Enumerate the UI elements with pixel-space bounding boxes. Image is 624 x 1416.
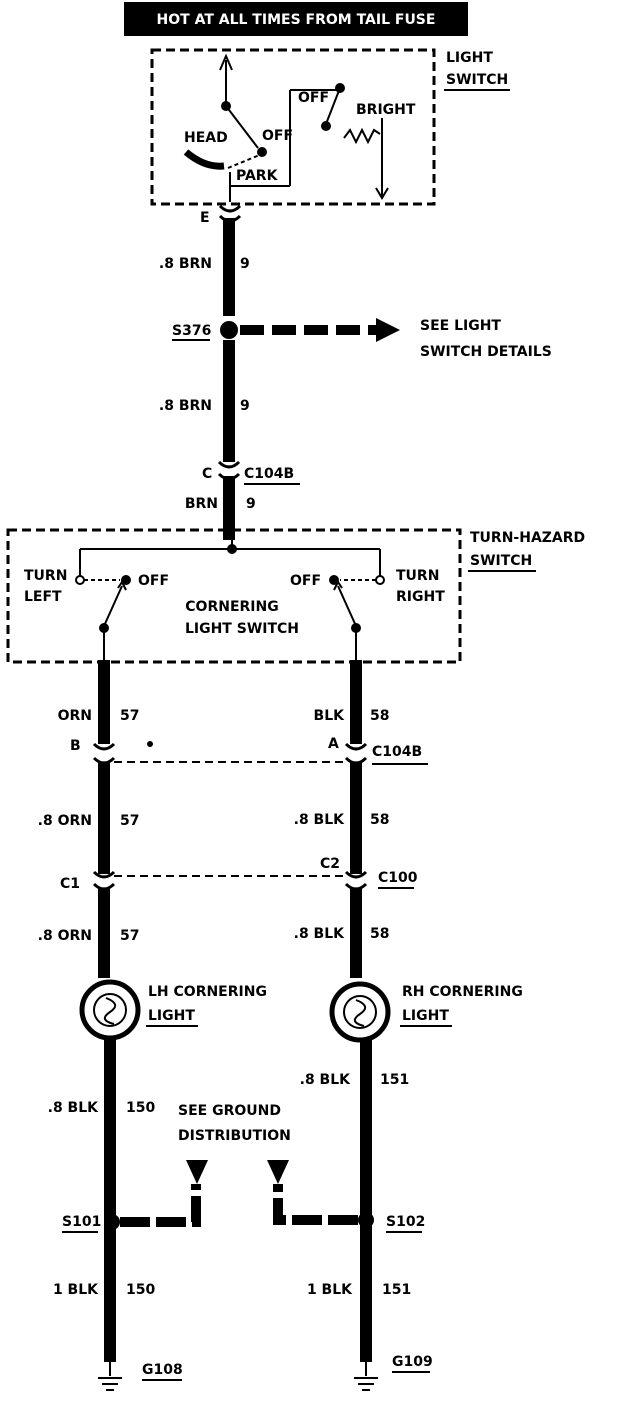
light-switch-internals bbox=[183, 53, 389, 202]
turn-right-line-2: RIGHT bbox=[396, 589, 445, 605]
right-wire-4-gauge: .8 BLK bbox=[300, 1072, 352, 1088]
turn-right-line-1: TURN bbox=[396, 568, 439, 584]
trunk-wire-2-gauge: .8 BRN bbox=[159, 398, 212, 414]
right-connector-a-pin: A bbox=[328, 736, 339, 752]
header-banner: HOT AT ALL TIMES FROM TAIL FUSE bbox=[124, 2, 468, 36]
ground-g108-label: G108 bbox=[142, 1362, 183, 1378]
s102-ground-arrow bbox=[267, 1160, 289, 1184]
light-switch-park: PARK bbox=[236, 168, 279, 184]
ground-note-line-1: SEE GROUND bbox=[178, 1103, 281, 1119]
left-wire-3-circuit: 57 bbox=[120, 928, 139, 944]
light-switch-label-1: LIGHT bbox=[446, 50, 493, 66]
light-switch-terminal: E bbox=[200, 210, 210, 226]
trunk-wire-3-circuit: 9 bbox=[246, 496, 256, 512]
right-wire-1-circuit: 58 bbox=[370, 708, 389, 724]
rh-lamp-label-1: RH CORNERING bbox=[402, 984, 523, 1000]
header-background bbox=[124, 2, 468, 36]
ground-g109-label: G109 bbox=[392, 1354, 433, 1370]
left-wire-1-gauge: ORN bbox=[58, 708, 92, 724]
light-switch-off-2: OFF bbox=[298, 90, 329, 106]
s101-ground-arrow bbox=[186, 1160, 208, 1184]
left-wire-4-gauge: .8 BLK bbox=[48, 1100, 100, 1116]
left-wire-5-gauge: 1 BLK bbox=[53, 1282, 99, 1298]
splice-s376 bbox=[220, 321, 238, 339]
right-wire-5-circuit: 151 bbox=[382, 1282, 411, 1298]
right-wire-2-gauge: .8 BLK bbox=[294, 812, 346, 828]
ground-g109-icon bbox=[354, 1362, 378, 1391]
right-wire-5-gauge: 1 BLK bbox=[307, 1282, 353, 1298]
lh-lamp-icon bbox=[79, 979, 141, 1041]
light-switch-box bbox=[150, 48, 436, 206]
header-text: HOT AT ALL TIMES FROM TAIL FUSE bbox=[157, 12, 436, 28]
rh-lamp-label-2: LIGHT bbox=[402, 1008, 449, 1024]
light-switch-bright: BRIGHT bbox=[356, 102, 416, 118]
turn-hazard-off-left: OFF bbox=[138, 573, 169, 589]
splice-s101-label: S101 bbox=[62, 1214, 101, 1230]
left-wire-2-circuit: 57 bbox=[120, 813, 139, 829]
left-connector-c1 bbox=[92, 870, 116, 891]
ground-g108-icon bbox=[98, 1362, 122, 1391]
splice-s102 bbox=[358, 1212, 374, 1228]
s101-ground-branch bbox=[120, 1184, 201, 1227]
turn-hazard-switch-box bbox=[6, 528, 462, 664]
right-wire-2-circuit: 58 bbox=[370, 812, 389, 828]
see-light-switch-arrow bbox=[376, 318, 400, 342]
left-wire-1-circuit: 57 bbox=[120, 708, 139, 724]
light-switch-off-1: OFF bbox=[262, 128, 293, 144]
turn-left-line-1: TURN bbox=[24, 568, 67, 584]
turn-hazard-label-1: TURN-HAZARD bbox=[470, 530, 585, 546]
stray-dot bbox=[147, 741, 153, 747]
right-connector-c2-pin: C2 bbox=[320, 856, 340, 872]
left-connector-b-pin: B bbox=[70, 738, 81, 754]
left-wire-4-circuit: 150 bbox=[126, 1100, 155, 1116]
splice-s101 bbox=[104, 1214, 120, 1230]
turn-hazard-off-right: OFF bbox=[290, 573, 321, 589]
see-light-switch-line-2: SWITCH DETAILS bbox=[420, 344, 552, 360]
left-wire-2-gauge: .8 ORN bbox=[38, 813, 92, 829]
right-wire-1-gauge: BLK bbox=[314, 708, 346, 724]
connector-c104b-top-pin: C bbox=[202, 466, 212, 482]
splice-s102-label: S102 bbox=[386, 1214, 425, 1230]
connector-c104b-top-label: C104B bbox=[244, 466, 294, 482]
cornering-switch-line-1: CORNERING bbox=[185, 599, 278, 615]
see-light-switch-line-1: SEE LIGHT bbox=[420, 318, 501, 334]
lh-lamp-label-1: LH CORNERING bbox=[148, 984, 267, 1000]
right-connector-c104b-label: C104B bbox=[372, 744, 422, 760]
right-wire-4-circuit: 151 bbox=[380, 1072, 409, 1088]
cornering-switch-line-2: LIGHT SWITCH bbox=[185, 621, 299, 637]
left-connector-c1-pin: C1 bbox=[60, 876, 80, 892]
rh-lamp-icon bbox=[329, 981, 391, 1043]
light-switch-head: HEAD bbox=[184, 130, 228, 146]
left-wire-5-circuit: 150 bbox=[126, 1282, 155, 1298]
s102-ground-branch bbox=[273, 1184, 358, 1225]
right-wire-3-circuit: 58 bbox=[370, 926, 389, 942]
splice-s376-label: S376 bbox=[172, 323, 211, 339]
right-connector-c2 bbox=[344, 870, 368, 891]
left-wire-3-gauge: .8 ORN bbox=[38, 928, 92, 944]
trunk-wire-1-circuit: 9 bbox=[240, 256, 250, 272]
right-wire-3-gauge: .8 BLK bbox=[294, 926, 346, 942]
trunk-wire-1-gauge: .8 BRN bbox=[159, 256, 212, 272]
light-switch-label-2: SWITCH bbox=[446, 72, 508, 88]
turn-left-line-2: LEFT bbox=[24, 589, 62, 605]
left-connector-b bbox=[92, 742, 116, 765]
trunk-wire-3-gauge: BRN bbox=[185, 496, 218, 512]
trunk-wire-2-circuit: 9 bbox=[240, 398, 250, 414]
lh-lamp-label-2: LIGHT bbox=[148, 1008, 195, 1024]
turn-hazard-label-2: SWITCH bbox=[470, 553, 532, 569]
right-connector-c100-label: C100 bbox=[378, 870, 418, 886]
right-connector-a bbox=[344, 742, 368, 765]
turn-hazard-internals bbox=[75, 540, 385, 662]
ground-note-line-2: DISTRIBUTION bbox=[178, 1128, 291, 1144]
